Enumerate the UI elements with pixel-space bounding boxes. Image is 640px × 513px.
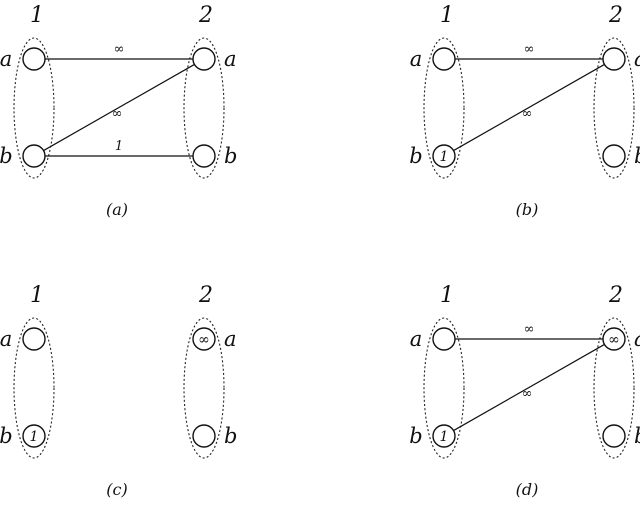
group-2-label: 2 xyxy=(608,3,623,28)
node-g1b xyxy=(22,424,46,448)
node-g1a xyxy=(432,327,456,351)
edge-label: ∞ xyxy=(112,107,123,122)
node-g2a xyxy=(192,327,216,351)
row-b-label-right: b xyxy=(634,424,640,448)
row-b-label-right: b xyxy=(224,424,237,448)
row-a-label-right: a xyxy=(224,47,237,71)
row-b-label-right: b xyxy=(224,144,237,168)
edge-label: 1 xyxy=(115,139,123,154)
node-g2b xyxy=(602,424,626,448)
node-g2a-value: ∞ xyxy=(608,332,620,348)
group-2-label: 2 xyxy=(198,283,213,308)
panel-caption: (d) xyxy=(516,480,539,499)
node-g2b xyxy=(192,144,216,168)
row-a-label-left: a xyxy=(0,327,12,351)
edge-label: ∞ xyxy=(524,322,535,337)
row-b-label-right: b xyxy=(634,144,640,168)
group-1-ellipse xyxy=(13,37,55,179)
group-1-label: 1 xyxy=(30,3,44,28)
panel-caption: (c) xyxy=(106,480,127,499)
edge-label: ∞ xyxy=(524,42,535,57)
row-b-label-left: b xyxy=(0,144,13,168)
node-g1b xyxy=(22,144,46,168)
group-1-ellipse xyxy=(423,317,465,459)
edge-label: ∞ xyxy=(114,42,125,57)
edge-g1b-g2a xyxy=(453,343,605,432)
group-1-label: 1 xyxy=(440,283,454,308)
group-1-ellipse xyxy=(13,317,55,459)
group-2-ellipse xyxy=(183,37,225,179)
node-g2a xyxy=(192,47,216,71)
edge-g1b-g2a xyxy=(453,63,605,152)
row-a-label-right: a xyxy=(634,327,640,351)
node-g2b xyxy=(192,424,216,448)
row-a-label-left: a xyxy=(0,47,12,71)
node-g2a xyxy=(602,327,626,351)
row-b-label-left: b xyxy=(409,144,422,168)
row-a-label-left: a xyxy=(410,47,423,71)
group-1-label: 1 xyxy=(440,3,454,28)
group-2-label: 2 xyxy=(198,3,213,28)
row-a-label-right: a xyxy=(634,47,640,71)
node-g2a-value: ∞ xyxy=(198,332,210,348)
row-a-label-right: a xyxy=(224,327,237,351)
row-a-label-left: a xyxy=(410,327,423,351)
node-g1b-value: 1 xyxy=(440,429,449,445)
panel-caption: (a) xyxy=(106,200,128,219)
node-g2a xyxy=(602,47,626,71)
edge-g1b-g2a xyxy=(43,63,195,152)
node-g1a xyxy=(22,327,46,351)
node-g1a xyxy=(432,47,456,71)
group-2-label: 2 xyxy=(608,283,623,308)
node-g1b-value: 1 xyxy=(440,149,449,165)
panel-caption: (b) xyxy=(516,200,539,219)
group-2-ellipse xyxy=(593,37,635,179)
group-2-ellipse xyxy=(183,317,225,459)
group-1-label: 1 xyxy=(30,283,44,308)
edge-label: ∞ xyxy=(522,387,533,402)
row-b-label-left: b xyxy=(409,424,422,448)
node-g1a xyxy=(22,47,46,71)
node-g2b xyxy=(602,144,626,168)
node-g1b xyxy=(432,424,456,448)
edge-label: ∞ xyxy=(522,107,533,122)
node-g1b xyxy=(432,144,456,168)
node-g1b-value: 1 xyxy=(30,429,39,445)
group-1-ellipse xyxy=(423,37,465,179)
group-2-ellipse xyxy=(593,317,635,459)
row-b-label-left: b xyxy=(0,424,13,448)
